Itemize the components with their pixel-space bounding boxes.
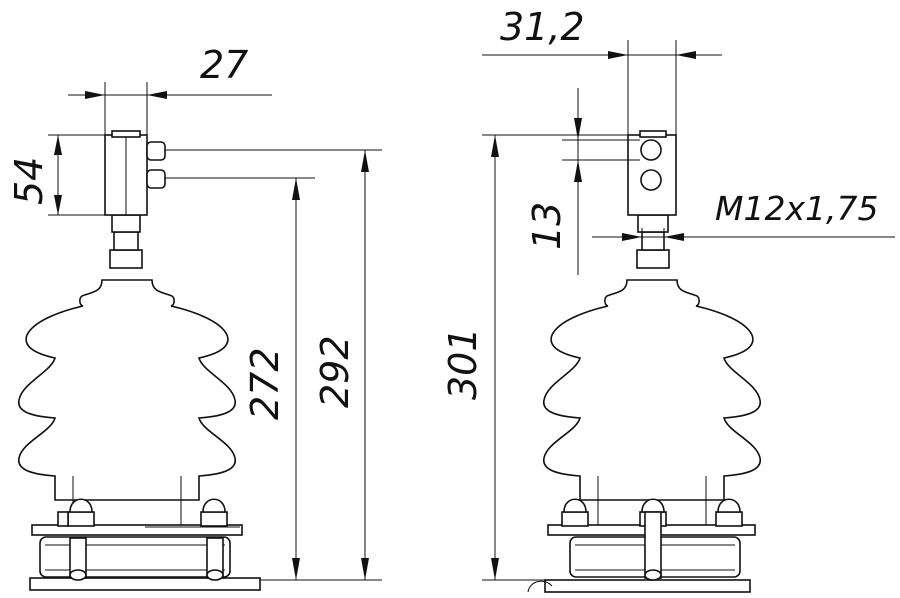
clamp-bolt-head-2 bbox=[640, 169, 662, 191]
dim-27: 27 bbox=[200, 43, 248, 87]
base-plate-right bbox=[544, 579, 751, 593]
flange-bolt-left bbox=[67, 498, 95, 581]
dim-301: 301 bbox=[441, 327, 485, 400]
dim-54: 54 bbox=[7, 157, 51, 205]
dim-31-2: 31,2 bbox=[500, 5, 585, 49]
mounting-bracket bbox=[31, 524, 243, 536]
right-view: 31,2 301 13 M12x1,75 bbox=[441, 5, 895, 593]
flange-bolt-r2 bbox=[639, 498, 667, 581]
left-view: 27 54 272 292 bbox=[7, 43, 382, 591]
clamp-bolt-head-1 bbox=[640, 139, 662, 161]
clamp-bolt-1 bbox=[146, 141, 166, 161]
dim-13: 13 bbox=[525, 202, 569, 250]
dim-m12-thread: M12x1,75 bbox=[715, 189, 878, 228]
flange-bolt-r1 bbox=[561, 498, 589, 527]
flange-bolt-r3 bbox=[715, 498, 743, 527]
base-plate bbox=[29, 577, 261, 591]
insulator-body-right bbox=[542, 279, 762, 501]
dim-272: 272 bbox=[243, 347, 287, 420]
dim-292: 292 bbox=[313, 335, 357, 408]
flange-bolt-right bbox=[200, 498, 228, 581]
cap-nut bbox=[109, 249, 143, 269]
flange-ring bbox=[39, 536, 231, 578]
clamp-bolt-2 bbox=[146, 169, 166, 189]
insulator-body-left bbox=[17, 279, 237, 501]
cap-nut-right bbox=[636, 249, 670, 269]
